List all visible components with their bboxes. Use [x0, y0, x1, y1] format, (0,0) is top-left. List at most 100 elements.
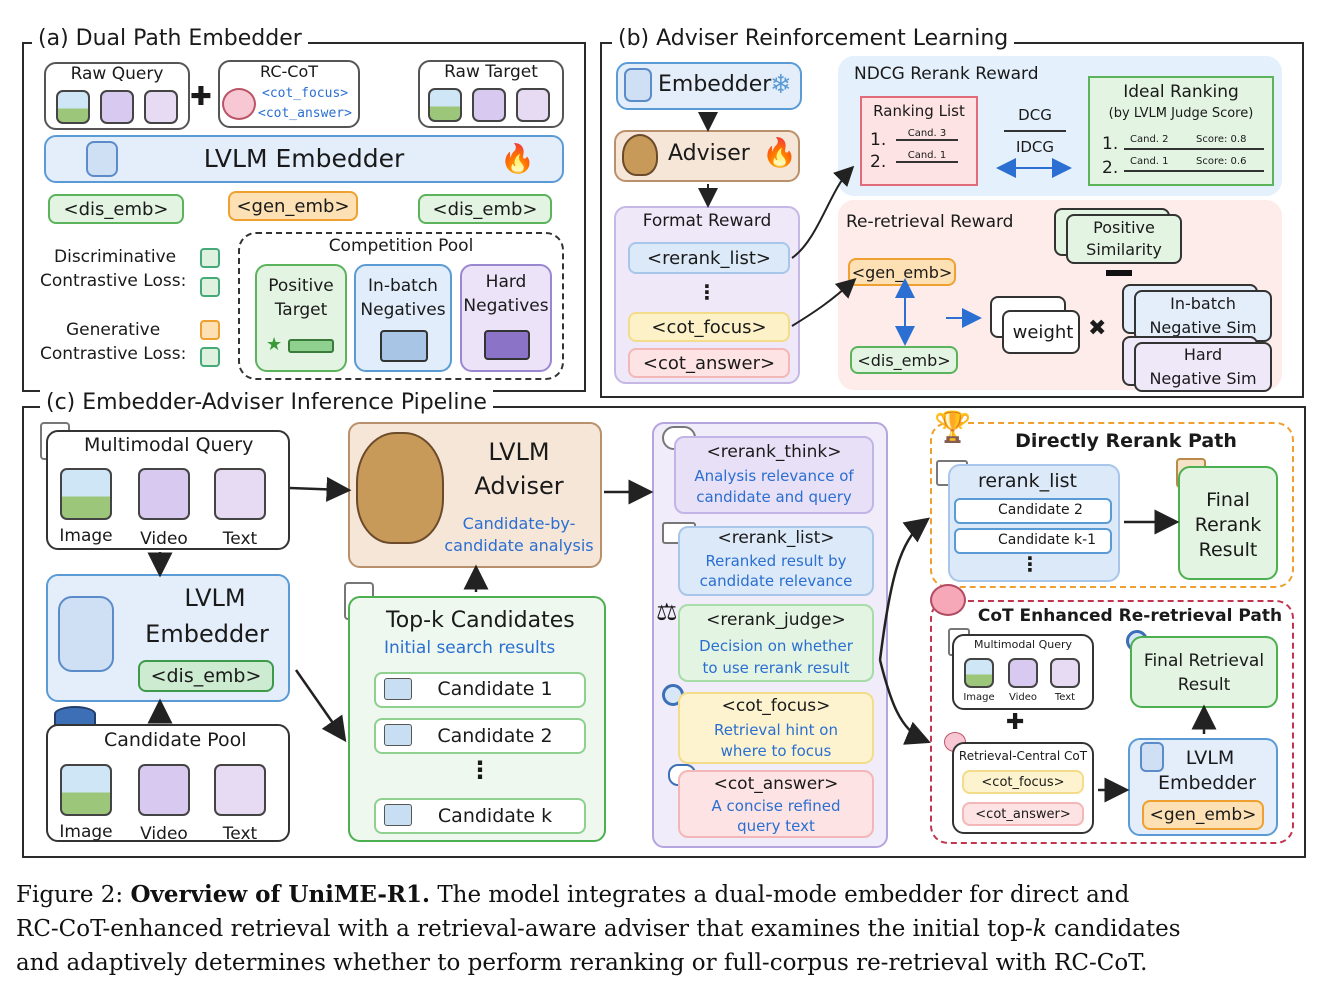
reretrieval-title: Re-retrieval Reward [846, 212, 1014, 232]
rerank-list-label: rerank_list [978, 470, 1077, 492]
think-tag: <rerank_think> [706, 442, 842, 462]
judge-tag: <rerank_judge> [706, 610, 846, 630]
direct-title: Directly Rerank Path [1015, 430, 1237, 452]
b-embedder-label: Embedder [658, 72, 772, 97]
raw-target-label: Raw Target [444, 62, 538, 82]
panel-b-title: (b) Adviser Reinforcement Learning [612, 26, 1015, 51]
positive-target-label-2: Target [274, 300, 328, 320]
competition-pool [238, 232, 564, 380]
panel-c-title: (c) Embedder-Adviser Inference Pipeline [40, 390, 493, 415]
caption-line2b: candidates [1046, 916, 1181, 942]
c-adviser-label-2: Adviser [474, 472, 564, 500]
c-adviser-sub-1: Candidate-by- [462, 514, 576, 533]
inbatch-negatives-label-1: In-batch [368, 276, 438, 296]
ideal-ranking-box [1088, 76, 1274, 186]
snowflake-icon: ❄ [770, 70, 792, 100]
dcg-divider [1004, 130, 1066, 132]
small-query-label: Multimodal Query [974, 638, 1073, 651]
positive-target-box [255, 264, 347, 372]
text-icon [516, 88, 550, 122]
c-video-label: Video [140, 529, 188, 549]
ranking-list-box [860, 96, 978, 186]
list-box [678, 526, 874, 596]
rc-cot-label: Retrieval-Central CoT [958, 749, 1088, 763]
candidate-pool-label: Candidate Pool [104, 729, 247, 751]
caption-line1-rest: The model integrates a dual-mode embedde… [430, 882, 1130, 908]
think-desc-2: candidate and query [696, 488, 852, 506]
arrow-pipeline [147, 476, 1217, 803]
pos-sim-box [1066, 214, 1182, 264]
ideal-ranking-sub: (by LVLM Judge Score) [1108, 106, 1254, 121]
hard-sim-label-1: Hard [1183, 345, 1223, 364]
image-icon [60, 468, 112, 520]
image-icon [56, 90, 90, 124]
figure-caption: Figure 2: Overview of UniME-R1. The mode… [16, 878, 1316, 980]
b-dis-emb-tag: <dis_emb> [850, 346, 958, 374]
inb-sim-label-1: In-batch [1170, 294, 1236, 313]
pos-sim-label-2: Similarity [1086, 240, 1162, 259]
small-video-label: Video [1008, 692, 1038, 703]
focus-box [678, 692, 874, 764]
idcg-label: IDCG [1015, 138, 1055, 156]
topk-title: Top-k Candidates [386, 608, 575, 633]
arrow-dcg [895, 158, 1072, 346]
lvlm-embedder-bar [44, 135, 564, 183]
positive-target-label-1: Positive [268, 276, 334, 296]
pool-video-label: Video [140, 824, 188, 844]
star-icon: ★ [266, 334, 283, 355]
final-retrieval-box [1130, 636, 1278, 708]
gen-emb: <gen_emb> [228, 191, 358, 221]
robot-icon [624, 68, 652, 102]
plus-icon: ✚ [1006, 710, 1025, 735]
caption-bold: Overview of UniME-R1. [130, 881, 431, 908]
panel-inference-pipeline [22, 406, 1306, 858]
format-reward-title: Format Reward [642, 211, 772, 231]
think-desc-1: Analysis relevance of [694, 467, 854, 485]
text-icon [214, 468, 266, 520]
caption-line-1: Figure 2: Overview of UniME-R1. The mode… [16, 878, 1316, 912]
weight-box [1002, 310, 1080, 354]
candidate-k-label: Candidate k [437, 805, 553, 827]
progress-bar-icon [288, 339, 334, 353]
list-tag: <rerank_list> [717, 528, 835, 548]
rl-row1: Cand. 3 [896, 128, 958, 141]
dcg-label: DCG [1018, 106, 1052, 124]
judge-desc-2: to use rerank result [702, 659, 850, 677]
cot-embedder-2: Embedder [1158, 772, 1256, 794]
ideal-r2-cand: Cand. 1 [1130, 156, 1169, 167]
ideal-r2-score: Score: 0.6 [1196, 156, 1247, 167]
b-adviser-label: Adviser [668, 141, 750, 166]
pool-image-label: Image [59, 822, 113, 842]
hard-negatives-label-2: Negatives [463, 296, 549, 316]
video-icon [472, 88, 506, 122]
hard-sim-box [1134, 342, 1272, 392]
video-icon [100, 90, 134, 124]
ideal-ranking-title: Ideal Ranking [1123, 82, 1239, 102]
answer-tag: <cot_answer> [713, 774, 839, 794]
gen-loss-label-1: Generative [66, 320, 161, 340]
fire-icon: 🔥 [762, 136, 797, 169]
robot-icon [58, 596, 114, 672]
lvlm-embedder-label: LVLM Embedder [203, 144, 405, 173]
b-dots: ⋮ [697, 280, 717, 304]
gen-loss-label-2: Contrastive Loss: [40, 344, 187, 364]
small-text-label: Text [1054, 692, 1076, 703]
caption-lead: Figure 2: [16, 882, 131, 908]
rl-row2: Cand. 1 [896, 150, 958, 163]
small-image-label: Image [963, 692, 995, 703]
dr-candidate-2 [954, 528, 1112, 554]
trophy-icon: 🏆 [934, 410, 972, 445]
dr-dots: ⋮ [1020, 552, 1040, 576]
answer-desc-2: query text [737, 817, 815, 835]
c-image-label: Image [59, 526, 113, 546]
rc-cot-focus: <cot_focus> [262, 86, 349, 101]
dis-emb-right: <dis_emb> [418, 194, 552, 224]
raw-query-label: Raw Query [70, 64, 164, 84]
rc-cot-answer: <cot_answer> [258, 106, 352, 121]
rl-row1-num: 1. [870, 130, 887, 150]
candidate-1-label: Candidate 1 [437, 678, 553, 700]
box-icon [380, 330, 428, 362]
video-icon [138, 468, 190, 520]
c-dis-emb-tag: <dis_emb> [138, 660, 274, 692]
pos-sim-label-1: Positive [1093, 218, 1155, 237]
